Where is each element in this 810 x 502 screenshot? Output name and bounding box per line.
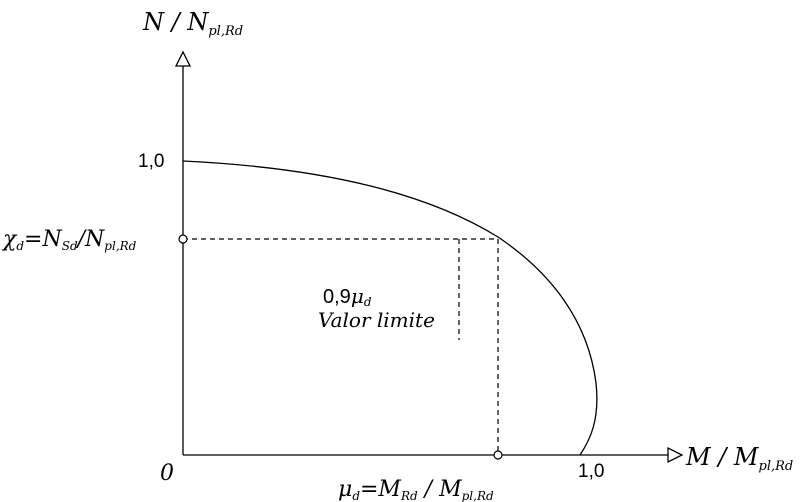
chi-sub1: d <box>16 239 24 253</box>
x-axis-label-main: M / M <box>685 443 760 471</box>
chi-mid: =N <box>24 227 62 252</box>
mu-sub2: Rd <box>400 489 418 502</box>
mu-symbol: μ <box>338 477 352 502</box>
annotation-value: 0,9μd <box>323 284 372 309</box>
chi-label: χd=NSd/Npl,Rd <box>1 227 137 253</box>
x-axis-arrow-icon <box>667 446 684 464</box>
chi-marker <box>178 234 188 244</box>
mu-label: μd=MRd / Mpl,Rd <box>338 477 494 502</box>
y-axis-label: N / Npl,Rd <box>142 8 243 39</box>
y-axis-label-sub: pl,Rd <box>208 24 243 39</box>
annotation-sub: d <box>364 295 372 309</box>
chi-mid2: /N <box>76 227 105 252</box>
annotation-text: Valor limite <box>318 308 435 332</box>
chi-symbol: χ <box>1 227 18 252</box>
y-axis-arrow-icon <box>174 50 192 67</box>
origin-label: 0 <box>160 461 174 486</box>
annotation-symbol: μ <box>351 284 364 308</box>
interaction-curve <box>182 160 598 456</box>
mu-sub3: pl,Rd <box>462 489 494 502</box>
annotation-prefix: 0,9 <box>323 286 351 308</box>
mu-marker <box>493 450 503 460</box>
mu-mid2: / M <box>418 477 462 502</box>
x-tick-label: 1,0 <box>578 461 604 482</box>
x-axis-label-sub: pl,Rd <box>759 459 794 474</box>
chi-sub2: Sd <box>62 239 78 253</box>
y-axis-label-main: N / N <box>142 8 209 36</box>
chi-sub3: pl,Rd <box>104 239 136 253</box>
x-axis-label: M / Mpl,Rd <box>685 443 793 474</box>
mu-mid: =M <box>360 477 401 502</box>
mu-sub1: d <box>352 489 360 502</box>
y-tick-label: 1,0 <box>138 151 164 172</box>
